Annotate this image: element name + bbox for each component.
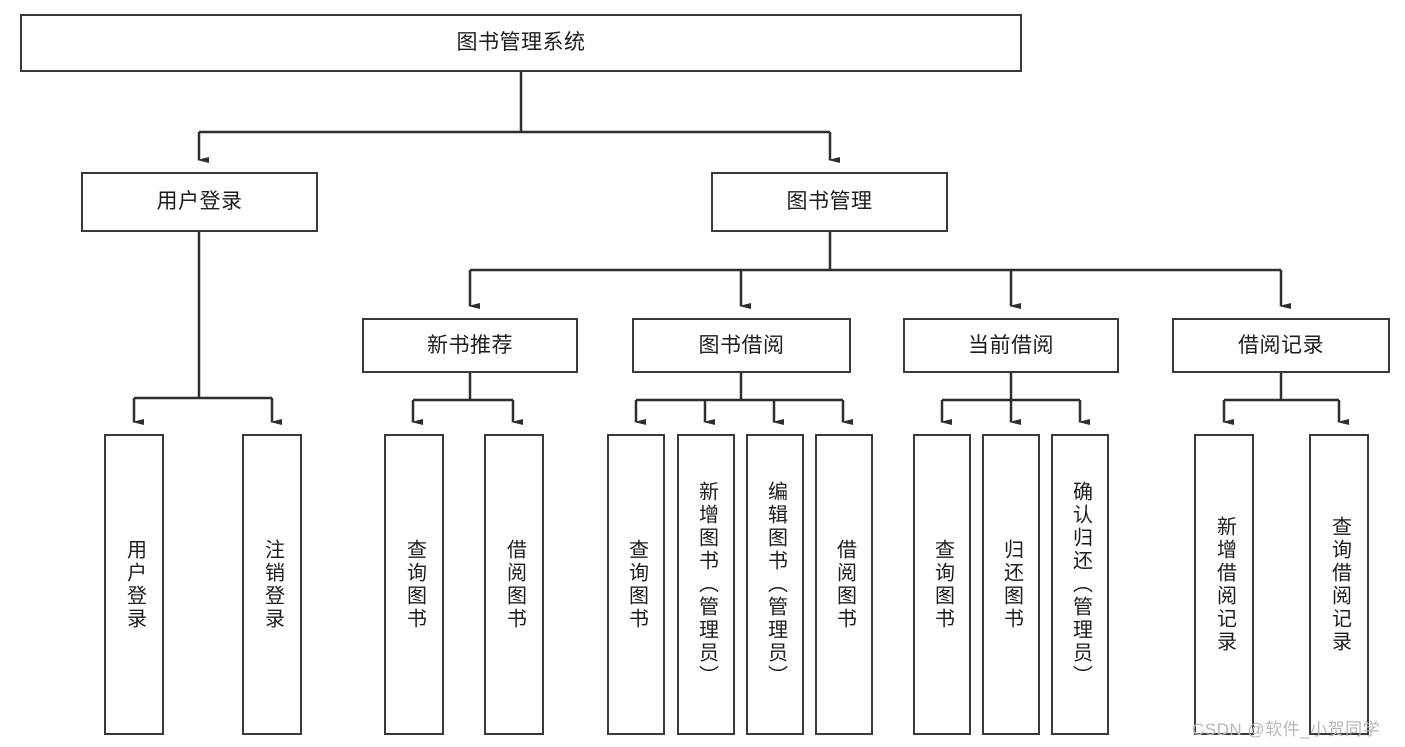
node-leaf-borrow-record-query[interactable]: 查询借阅记录 [1309, 434, 1369, 735]
node-leaf-book-borrow-edit[interactable]: 编辑图书（管理员） [746, 434, 804, 735]
node-current-borrow[interactable]: 当前借阅 [903, 318, 1119, 373]
node-leaf-label: 查询借阅记录 [1328, 515, 1351, 654]
node-leaf-label: 用户登录 [123, 538, 146, 631]
node-leaf-new-book-query[interactable]: 查询图书 [384, 434, 444, 735]
node-leaf-label: 归还图书 [1000, 538, 1023, 631]
node-leaf-user-login-logout[interactable]: 注销登录 [242, 434, 302, 735]
node-borrow-record[interactable]: 借阅记录 [1172, 318, 1390, 373]
node-leaf-label: 查询图书 [403, 538, 426, 631]
node-borrow-record-label: 借阅记录 [1238, 333, 1324, 357]
node-leaf-borrow-record-add[interactable]: 新增借阅记录 [1194, 434, 1254, 735]
node-user-login-label: 用户登录 [156, 190, 243, 214]
node-user-login[interactable]: 用户登录 [81, 172, 318, 232]
node-leaf-current-borrow-query[interactable]: 查询图书 [913, 434, 971, 735]
node-leaf-user-login-login[interactable]: 用户登录 [104, 434, 164, 735]
node-leaf-book-borrow-borrow[interactable]: 借阅图书 [815, 434, 873, 735]
watermark-text: CSDN @软件_小贺同学 [1192, 720, 1381, 739]
node-leaf-label: 新增图书（管理员） [695, 481, 718, 688]
node-book-borrow[interactable]: 图书借阅 [632, 318, 851, 373]
node-leaf-label: 确认归还（管理员） [1069, 481, 1092, 688]
node-leaf-new-book-borrow[interactable]: 借阅图书 [484, 434, 544, 735]
node-book-manage[interactable]: 图书管理 [711, 172, 948, 232]
node-leaf-book-borrow-add[interactable]: 新增图书（管理员） [677, 434, 735, 735]
node-leaf-label: 新增借阅记录 [1213, 515, 1236, 654]
node-leaf-current-borrow-return[interactable]: 归还图书 [982, 434, 1040, 735]
node-root-label: 图书管理系统 [456, 31, 586, 55]
node-leaf-label: 编辑图书（管理员） [764, 481, 787, 688]
node-book-borrow-label: 图书借阅 [698, 333, 785, 357]
node-leaf-book-borrow-query[interactable]: 查询图书 [607, 434, 665, 735]
node-new-book-recommend[interactable]: 新书推荐 [362, 318, 578, 373]
node-root[interactable]: 图书管理系统 [20, 14, 1022, 72]
node-leaf-current-borrow-confirm[interactable]: 确认归还（管理员） [1051, 434, 1109, 735]
node-new-book-recommend-label: 新书推荐 [427, 333, 513, 357]
node-leaf-label: 注销登录 [261, 538, 284, 631]
node-book-manage-label: 图书管理 [786, 190, 873, 214]
node-leaf-label: 借阅图书 [503, 538, 526, 631]
node-current-borrow-label: 当前借阅 [968, 333, 1054, 357]
node-leaf-label: 借阅图书 [833, 538, 856, 631]
node-leaf-label: 查询图书 [625, 538, 648, 631]
node-leaf-label: 查询图书 [931, 538, 954, 631]
